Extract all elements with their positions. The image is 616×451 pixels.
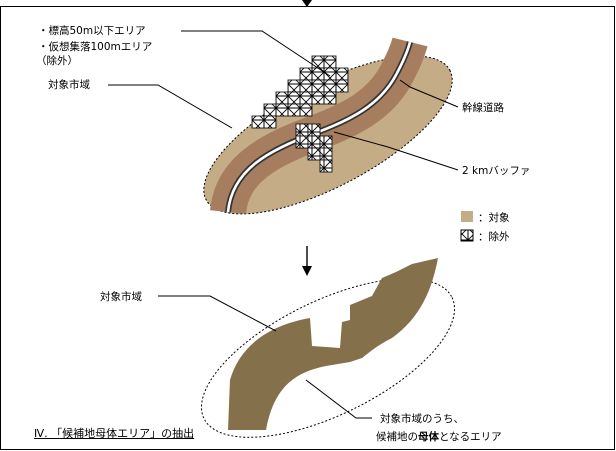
excluded-cell xyxy=(319,159,333,173)
excluded-cell xyxy=(323,79,337,93)
exclusion-note-line3: （除外） xyxy=(36,54,78,67)
excluded-cell xyxy=(311,67,325,81)
excluded-cell xyxy=(295,123,309,137)
excluded-cell xyxy=(323,55,337,69)
excluded-cell xyxy=(299,67,313,81)
excluded-cell xyxy=(323,91,337,105)
city-area-label-top: 対象市域 xyxy=(48,78,90,91)
excluded-cell xyxy=(307,147,321,161)
excluded-cell xyxy=(299,91,313,105)
city-area-label-bottom: 対象市域 xyxy=(100,290,142,303)
exclusion-note-line1: ・標高50m以下エリア xyxy=(38,24,146,37)
excluded-cell xyxy=(275,103,289,117)
exclusion-note-line2: ・仮想集落100mエリア xyxy=(38,40,152,53)
excluded-cell xyxy=(311,91,325,105)
legend-excluded-label: ：除外 xyxy=(478,230,510,243)
city-area-ellipse-bottom xyxy=(200,278,456,438)
excluded-cell xyxy=(275,91,289,105)
excluded-cell xyxy=(263,103,277,117)
excluded-cell xyxy=(287,103,301,117)
excluded-cell xyxy=(299,103,313,117)
excluded-cell xyxy=(335,79,349,93)
result-line2: 候補地の母体となるエリア xyxy=(376,430,502,443)
frame-border xyxy=(0,6,615,450)
excluded-cell xyxy=(287,79,301,93)
legend-target-label: ：対象 xyxy=(478,211,510,224)
excluded-cell xyxy=(251,115,265,129)
excluded-cell xyxy=(307,135,321,149)
excluded-cell xyxy=(319,147,333,161)
section-title: Ⅳ. 「候補地母体エリア」の抽出 xyxy=(34,427,195,440)
legend-excluded-swatch xyxy=(460,229,474,242)
excluded-cell xyxy=(295,135,309,149)
excluded-cell xyxy=(299,79,313,93)
legend-target-swatch xyxy=(461,211,473,222)
excluded-cell xyxy=(263,115,277,129)
excluded-cell xyxy=(311,55,325,69)
buffer-label: 2 kmバッファ xyxy=(462,165,530,177)
top-arrow-head xyxy=(302,0,312,7)
transition-arrow xyxy=(302,246,312,276)
excluded-cell xyxy=(323,67,337,81)
leader-lines-bottom xyxy=(158,295,372,419)
excluded-cells xyxy=(251,55,349,173)
excluded-cell xyxy=(319,135,333,149)
excluded-cell xyxy=(287,91,301,105)
excluded-cell xyxy=(335,67,349,81)
result-line1: 対象市域のうち、 xyxy=(380,412,464,425)
trunk-road-label: 幹線道路 xyxy=(462,101,504,114)
leader-lines-top xyxy=(108,30,459,171)
trunk-road-inner xyxy=(226,41,412,213)
excluded-cell xyxy=(307,123,321,137)
excluded-cell xyxy=(311,79,325,93)
mother-area-shape xyxy=(228,258,438,430)
